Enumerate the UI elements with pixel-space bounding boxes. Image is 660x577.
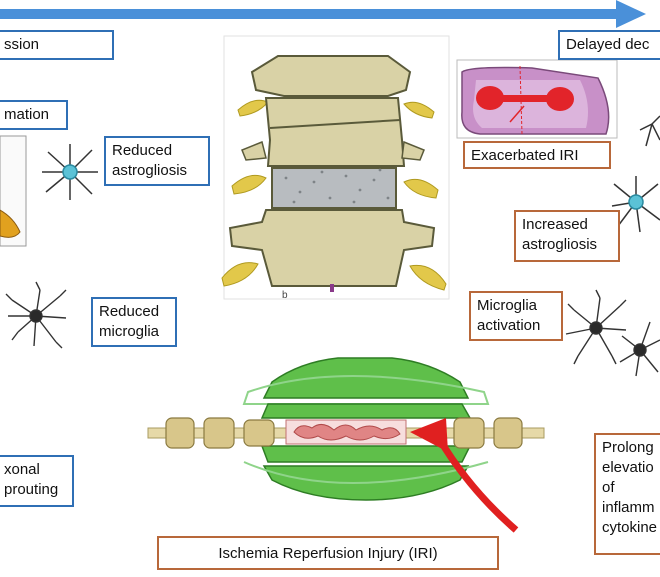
microglia-activation-label: Microglia activation xyxy=(469,291,563,341)
progression-label: ssion xyxy=(0,30,114,60)
delayed-label: Delayed dec xyxy=(558,30,660,60)
reduced-microglia-label: Reduced microglia xyxy=(91,297,177,347)
figure-letter: b xyxy=(282,290,288,301)
microglia-icon-left xyxy=(5,281,67,349)
microglia-icon-right xyxy=(565,289,660,377)
spinal-cord-illustration xyxy=(147,357,545,533)
exacerbated-iri-label: Exacerbated IRI xyxy=(463,141,611,169)
increased-astrogliosis-label: Increased astrogliosis xyxy=(514,210,620,262)
timeline-arrow xyxy=(0,0,646,28)
prolonged-cytokine-label: Prolong elevatio of inflamm cytokine xyxy=(594,433,660,555)
iri-label: Ischemia Reperfusion Injury (IRI) xyxy=(157,536,499,570)
axonal-sprouting-label: xonal prouting xyxy=(0,455,74,507)
spine-illustration xyxy=(221,35,450,300)
reduced-astrogliosis-label: Reduced astrogliosis xyxy=(104,136,210,186)
left-cropped-figure xyxy=(0,135,27,247)
vessel-inset xyxy=(456,59,618,139)
inflammation-label: mation xyxy=(0,100,68,130)
astrocyte-icon-right xyxy=(611,115,660,233)
astrocyte-icon-left xyxy=(42,144,98,200)
